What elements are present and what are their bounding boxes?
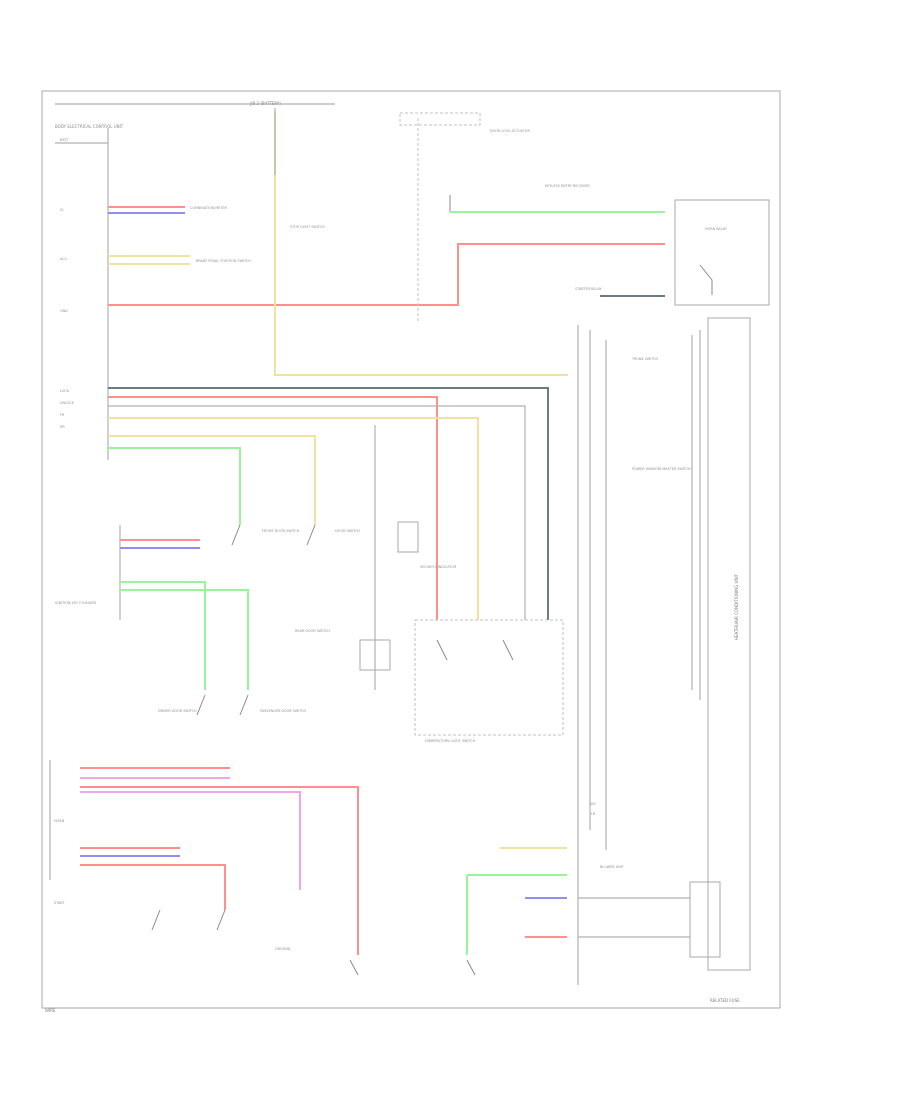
horn-relay-symbol (359, 639, 391, 671)
right-box-label: BLOWER UNIT (600, 865, 625, 869)
wire-red-long (108, 243, 665, 306)
label-door-lock-actuator: DOOR LOCK ACTUATOR (490, 129, 530, 133)
pin-label-fr: FR (60, 413, 65, 417)
pin-label-gnd: GND (60, 309, 68, 313)
wire-red-bus (108, 396, 438, 620)
bottom-left-code: WIRE (45, 1008, 56, 1013)
relay-switch (699, 264, 713, 295)
dimmer-switch-box (414, 619, 564, 736)
bottom-right-label: RELATED FUSE (710, 998, 740, 1003)
hood-switch-contact (306, 524, 316, 546)
pin-label-batt: BATT (60, 138, 69, 142)
dimmer-switch-caption: DIMMER/TURN LIGHT SWITCH (425, 739, 476, 743)
passenger-door-switch-contact (239, 694, 249, 716)
wire-green-lower-1 (120, 581, 206, 690)
wire-green-branch (108, 447, 241, 525)
label-front-door-switch: FRONT DOOR SWITCH (262, 529, 300, 533)
dimmer-contact-1 (436, 639, 448, 661)
label-power-window-switch: POWER WINDOW MASTER SWITCH (632, 467, 691, 471)
driver-door-switch-contact (196, 694, 206, 716)
pin-label-start: START (54, 901, 65, 905)
pin-label-lock: LOCK (60, 389, 70, 393)
bottom-switch-3 (349, 959, 359, 976)
dimmer-contact-2 (502, 639, 514, 661)
pin-label-plus-b: +B (590, 812, 596, 816)
wire-red-4 (80, 786, 359, 955)
label-rear-door-switch: REAR DOOR SWITCH (295, 629, 330, 633)
label-ignition-key: IGNITION KEY CYLINDER (55, 601, 97, 605)
pin-label-horn: HORN (54, 819, 65, 823)
label-brake-switch: BRAKE PEDAL POSITION SWITCH (196, 259, 251, 263)
label-passenger-door-switch: PASSENGER DOOR SWITCH (260, 709, 306, 713)
security-indicator-box (397, 521, 419, 553)
right-vertical-label: HEATER/AIR CONDITIONING UNIT (734, 573, 739, 640)
label-ground: GROUND (275, 947, 291, 951)
pin-label-sig: SIG (590, 802, 596, 806)
label-stop-light-switch: STOP LIGHT SWITCH (290, 225, 325, 229)
wire-gray-bus (108, 405, 526, 620)
label-hood-switch: HOOD SWITCH (335, 529, 360, 533)
wire-yellow-bus (108, 417, 479, 620)
label-driver-door-switch: DRIVER DOOR SWITCH (158, 709, 197, 713)
left-block-label: BODY ELECTRICAL CONTROL UNIT (55, 124, 124, 129)
wire-yellow-branch (108, 435, 316, 525)
pin-label-ig: IG (60, 208, 64, 212)
label-combination-meter: COMBINATION METER (190, 206, 228, 210)
label-horn-relay: HORN RELAY (705, 227, 728, 231)
wire-red-6 (80, 864, 226, 910)
bottom-right-switch (466, 959, 476, 976)
label-starter-relay: STARTER RELAY (575, 287, 603, 291)
wire-yellow-vertical (274, 112, 568, 376)
pin-label-rr: RR (60, 425, 65, 429)
front-door-switch-contact (231, 524, 241, 546)
label-trunk-switch: TRUNK SWITCH (631, 357, 658, 361)
blower-unit-box (689, 881, 721, 958)
pin-label-acc: ACC (60, 257, 68, 261)
bottom-switch-2 (216, 909, 226, 931)
wire-pink-2 (80, 791, 301, 890)
bottom-switch-1 (151, 909, 161, 931)
wire-green-lower-2 (120, 589, 249, 690)
wire-dark-bus (108, 387, 549, 620)
pin-label-unlock: UNLOCK (60, 401, 75, 405)
diagram-border (41, 90, 781, 1009)
label-security-indicator: SECURITY INDICATOR (420, 565, 457, 569)
relay-box (674, 199, 770, 306)
label-keyless-receiver: KEYLESS ENTRY RECEIVER (545, 184, 590, 188)
top-switch-box (399, 112, 481, 126)
hvac-unit-box (707, 317, 751, 971)
